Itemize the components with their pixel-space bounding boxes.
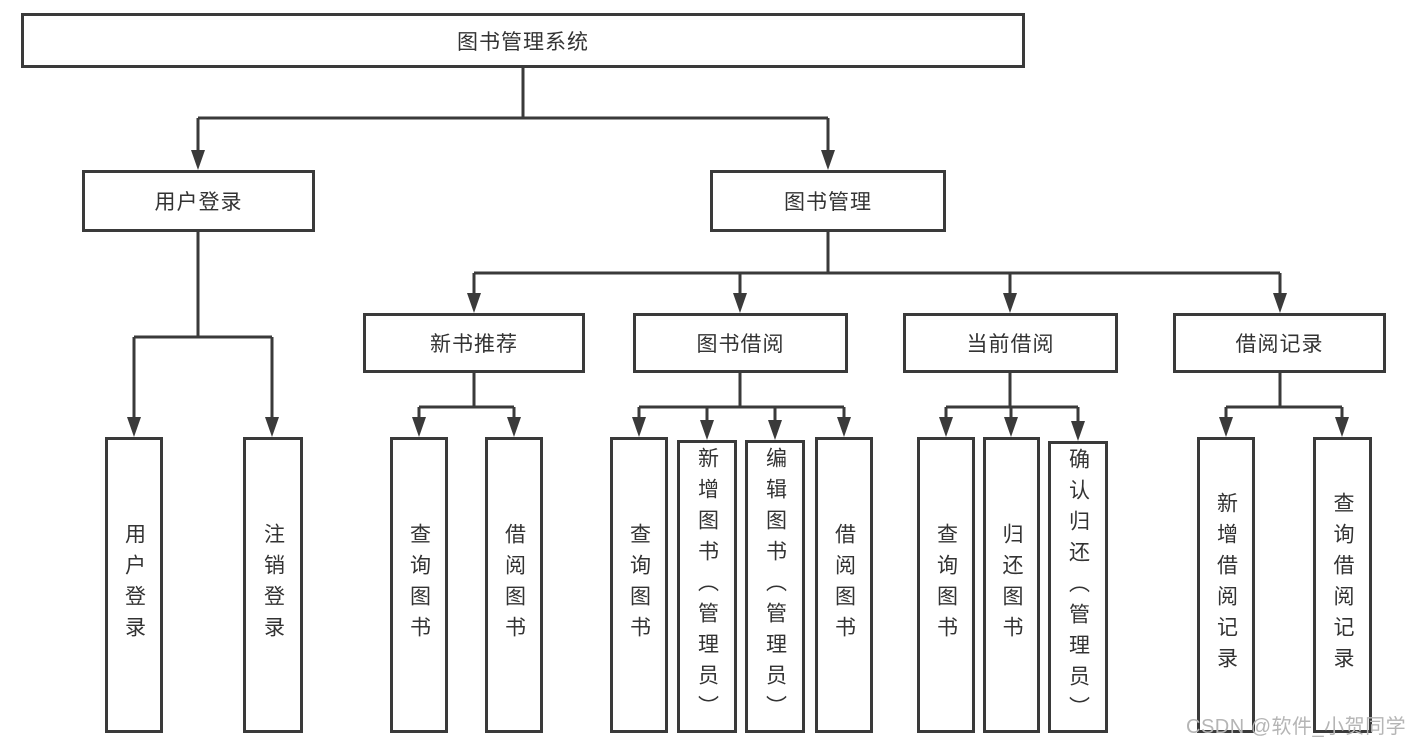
node-label: 编辑图书（管理员） bbox=[763, 447, 787, 726]
node-label: 归还图书 bbox=[1000, 523, 1023, 647]
node-label: 新增借阅记录 bbox=[1214, 492, 1238, 678]
leaf-borrow-books-2: 借阅图书 bbox=[815, 437, 873, 733]
node-label: 借阅记录 bbox=[1235, 333, 1324, 356]
leaf-confirm-return-admin: 确认归还（管理员） bbox=[1048, 441, 1108, 733]
leaf-return-books: 归还图书 bbox=[983, 437, 1040, 733]
leaf-query-books-2: 查询图书 bbox=[610, 437, 668, 733]
node-label: 查询图书 bbox=[627, 523, 651, 647]
leaf-user-login: 用户登录 bbox=[105, 437, 163, 733]
leaf-query-books-3: 查询图书 bbox=[917, 437, 975, 733]
node-label: 借阅图书 bbox=[502, 523, 526, 647]
node-label: 新书推荐 bbox=[430, 333, 518, 356]
node-label: 借阅图书 bbox=[832, 523, 856, 647]
leaf-add-books-admin: 新增图书（管理员） bbox=[677, 440, 737, 733]
node-user-login: 用户登录 bbox=[82, 170, 315, 232]
leaf-logout: 注销登录 bbox=[243, 437, 303, 733]
leaf-query-borrow-record: 查询借阅记录 bbox=[1313, 437, 1372, 733]
node-label: 图书借阅 bbox=[696, 333, 785, 356]
node-label: 当前借阅 bbox=[966, 333, 1055, 356]
node-book-borrowing: 图书借阅 bbox=[633, 313, 848, 373]
node-label: 注销登录 bbox=[261, 523, 285, 647]
node-book-management: 图书管理 bbox=[710, 170, 946, 232]
leaf-edit-books-admin: 编辑图书（管理员） bbox=[745, 440, 805, 733]
watermark: CSDN @软件_小贺同学 bbox=[1186, 716, 1405, 738]
leaf-query-books: 查询图书 bbox=[390, 437, 448, 733]
node-current-borrowing: 当前借阅 bbox=[903, 313, 1118, 373]
node-label: 用户登录 bbox=[122, 523, 146, 647]
node-label: 新增图书（管理员） bbox=[695, 447, 719, 726]
node-label: 图书管理系统 bbox=[457, 30, 589, 54]
node-label: 用户登录 bbox=[154, 191, 243, 214]
leaf-borrow-books: 借阅图书 bbox=[485, 437, 543, 733]
node-new-book-recommend: 新书推荐 bbox=[363, 313, 585, 373]
node-label: 查询图书 bbox=[407, 523, 431, 647]
node-label: 查询借阅记录 bbox=[1331, 492, 1354, 678]
node-root: 图书管理系统 bbox=[21, 13, 1025, 68]
node-borrowing-records: 借阅记录 bbox=[1173, 313, 1386, 373]
node-label: 确认归还（管理员） bbox=[1066, 447, 1090, 727]
leaf-add-borrow-record: 新增借阅记录 bbox=[1197, 437, 1255, 733]
node-label: 图书管理 bbox=[784, 191, 872, 214]
node-label: 查询图书 bbox=[934, 523, 958, 647]
